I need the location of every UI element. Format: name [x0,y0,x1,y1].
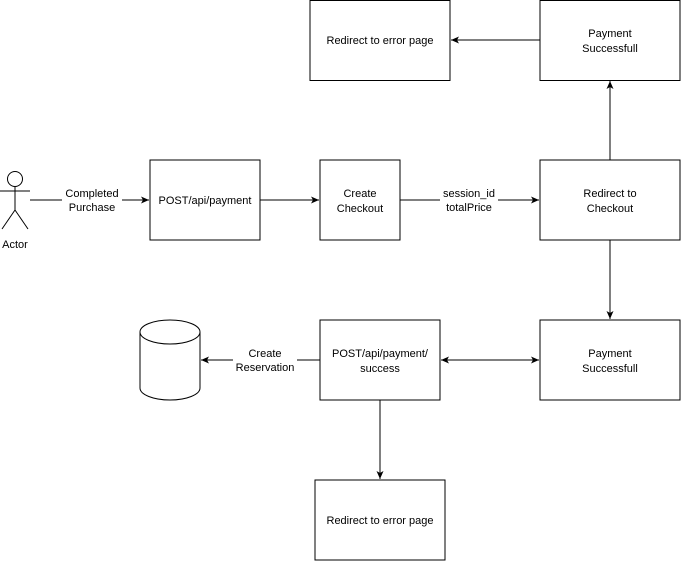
node-error-bottom-label: Redirect to error page [327,515,434,527]
node-error-top-label: Redirect to error page [327,35,434,47]
node-payment-success-bottom [539,319,681,401]
actor-left-leg [1,209,16,230]
edge-label-create-reservation-line-1: Create [248,348,281,360]
edge-label-session-info: session_id totalPrice [440,185,498,215]
node-payment-success-top-line-2: Successfull [582,43,638,55]
node-post-payment-success [319,319,441,401]
actor-figure [0,171,30,230]
node-redirect-checkout-line-1: Redirect to [583,188,636,200]
node-post-payment-success-line-1: POST/api/payment/ [332,348,429,360]
node-post-payment [149,159,261,241]
edge-label-create-reservation-line-2: Reservation [236,362,295,374]
node-redirect-checkout-line-2: Checkout [587,203,633,215]
node-payment-success-top [539,0,681,81]
actor-right-leg [14,209,29,230]
edge-label-total-price: totalPrice [446,202,492,214]
node-database [139,319,201,401]
node-redirect-checkout [539,159,681,241]
node-post-payment-success-line-2: success [360,363,400,375]
node-post-payment-label: POST/api/payment [159,195,252,207]
node-payment-success-bottom-line-2: Successfull [582,363,638,375]
node-error-bottom [314,479,446,561]
node-create-checkout-line-2: Checkout [337,203,383,215]
edge-label-session-id: session_id [443,188,495,200]
edge-label-completed-purchase: Completed Purchase [62,185,122,215]
edge-label-create-reservation: Create Reservation [233,345,297,375]
node-create-checkout-line-1: Create [343,188,376,200]
node-create-checkout [319,159,401,241]
node-error-top [309,0,451,81]
node-payment-success-bottom-line-1: Payment [588,348,631,360]
edge-label-completed-purchase-line-2: Purchase [69,202,115,214]
actor-head [7,171,23,187]
edge-label-completed-purchase-line-1: Completed [65,188,118,200]
actor-label: Actor [2,239,28,251]
node-payment-success-top-line-1: Payment [588,28,631,40]
